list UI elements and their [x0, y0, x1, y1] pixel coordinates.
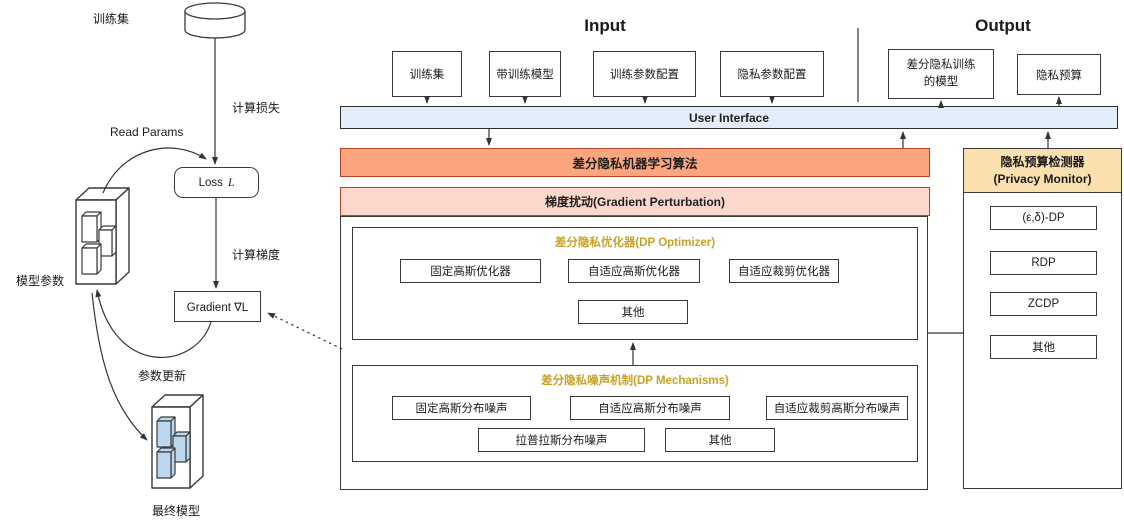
loss-symbol: L	[227, 176, 235, 189]
monitor-box-other: 其他	[990, 335, 1097, 359]
dataset-label: 训练集	[93, 12, 130, 26]
privacy-monitor-title-en: (Privacy Monitor)	[993, 171, 1092, 186]
mechanism-box-other: 其他	[665, 428, 775, 452]
privacy-monitor-header: 隐私预算检测器 (Privacy Monitor)	[964, 149, 1121, 193]
optimizer-box-label: 自适应裁剪优化器	[738, 266, 830, 278]
gradient-perturbation-label: 梯度扰动(Gradient Perturbation)	[544, 195, 725, 209]
final-model-label: 最终模型	[152, 504, 201, 518]
gradient-text: Gradient ∇L	[186, 301, 249, 314]
monitor-box-label: 其他	[1032, 342, 1055, 354]
optimizer-box-label: 固定高斯优化器	[430, 266, 511, 278]
optimizer-box-other: 其他	[578, 300, 688, 324]
input-box-label: 训练集	[409, 69, 445, 81]
optimizer-box-adaptive-gaussian: 自适应高斯优化器	[568, 259, 700, 283]
output-box-label-line2: 的模型	[923, 76, 959, 88]
gradient-perturbation-header: 梯度扰动(Gradient Perturbation)	[340, 187, 930, 216]
mechanism-box-adaptive-clipping-noise: 自适应裁剪高斯分布噪声	[766, 396, 908, 420]
model-params-label: 模型参数	[16, 274, 65, 288]
param-update-label: 参数更新	[138, 369, 187, 383]
final-model-icon	[151, 394, 204, 489]
optimizer-box-fixed-gaussian: 固定高斯优化器	[400, 259, 541, 283]
mechanism-box-fixed-gaussian-noise: 固定高斯分布噪声	[392, 396, 531, 420]
model-params-icon	[75, 187, 130, 285]
optimizer-box-label: 其他	[621, 307, 645, 319]
dp-ml-algorithm-label: 差分隐私机器学习算法	[572, 157, 698, 171]
mechanism-box-label: 其他	[708, 435, 732, 447]
input-box-train-config: 训练参数配置	[593, 51, 696, 97]
user-interface-bar: User Interface	[340, 106, 1118, 129]
output-box-label: 隐私预算	[1036, 69, 1082, 82]
output-box-privacy-budget: 隐私预算	[1017, 54, 1101, 95]
monitor-box-label: (ε,δ)-DP	[1022, 212, 1065, 224]
privacy-monitor-panel: 隐私预算检测器 (Privacy Monitor)	[963, 148, 1122, 489]
mechanism-box-label: 固定高斯分布噪声	[415, 403, 508, 415]
compute-loss-label: 计算损失	[232, 101, 281, 115]
mechanism-box-label: 拉普拉斯分布噪声	[515, 435, 608, 447]
monitor-box-label: ZCDP	[1027, 298, 1060, 310]
monitor-box-eps-delta-dp: (ε,δ)-DP	[990, 206, 1097, 230]
input-box-label: 带训练模型	[496, 69, 554, 81]
monitor-box-label: RDP	[1031, 257, 1056, 269]
mechanism-box-adaptive-gaussian-noise: 自适应高斯分布噪声	[570, 396, 730, 420]
optimizer-box-adaptive-clipping: 自适应裁剪优化器	[729, 259, 839, 283]
compute-gradient-label: 计算梯度	[232, 248, 281, 262]
monitor-box-rdp: RDP	[990, 251, 1097, 275]
input-box-model: 带训练模型	[489, 51, 561, 97]
input-box-training-set: 训练集	[392, 51, 462, 97]
mechanism-box-label: 自适应高斯分布噪声	[598, 403, 702, 415]
read-params-label: Read Params	[110, 125, 184, 139]
optimizer-box-label: 自适应高斯优化器	[588, 266, 680, 278]
monitor-box-zcdp: ZCDP	[990, 292, 1097, 316]
input-box-label: 训练参数配置	[610, 69, 679, 81]
user-interface-label: User Interface	[688, 110, 770, 125]
gradient-node: Gradient ∇L	[174, 291, 261, 322]
input-title: Input	[584, 16, 626, 35]
input-box-label: 隐私参数配置	[737, 69, 807, 81]
input-box-privacy-config: 隐私参数配置	[720, 51, 824, 97]
output-box-dp-model: 差分隐私训练 的模型	[888, 49, 994, 99]
dp-optimizer-title: 差分隐私优化器(DP Optimizer)	[554, 237, 716, 249]
output-box-label-line1: 差分隐私训练	[906, 58, 976, 71]
data-cylinder-label: Data	[202, 13, 228, 25]
loss-node: Loss L	[174, 167, 259, 198]
mechanism-box-laplace-noise: 拉普拉斯分布噪声	[478, 428, 645, 452]
dp-ml-algorithm-bar: 差分隐私机器学习算法	[340, 148, 930, 177]
dp-mechanisms-title: 差分隐私噪声机制(DP Mechanisms)	[541, 375, 729, 387]
loss-text: Loss	[198, 176, 223, 189]
mechanism-box-label: 自适应裁剪高斯分布噪声	[773, 403, 901, 415]
output-title: Output	[975, 16, 1031, 35]
dotted-arrow-perturbation-to-gradient	[267, 312, 343, 350]
privacy-monitor-title-cn: 隐私预算检测器	[1000, 155, 1085, 170]
